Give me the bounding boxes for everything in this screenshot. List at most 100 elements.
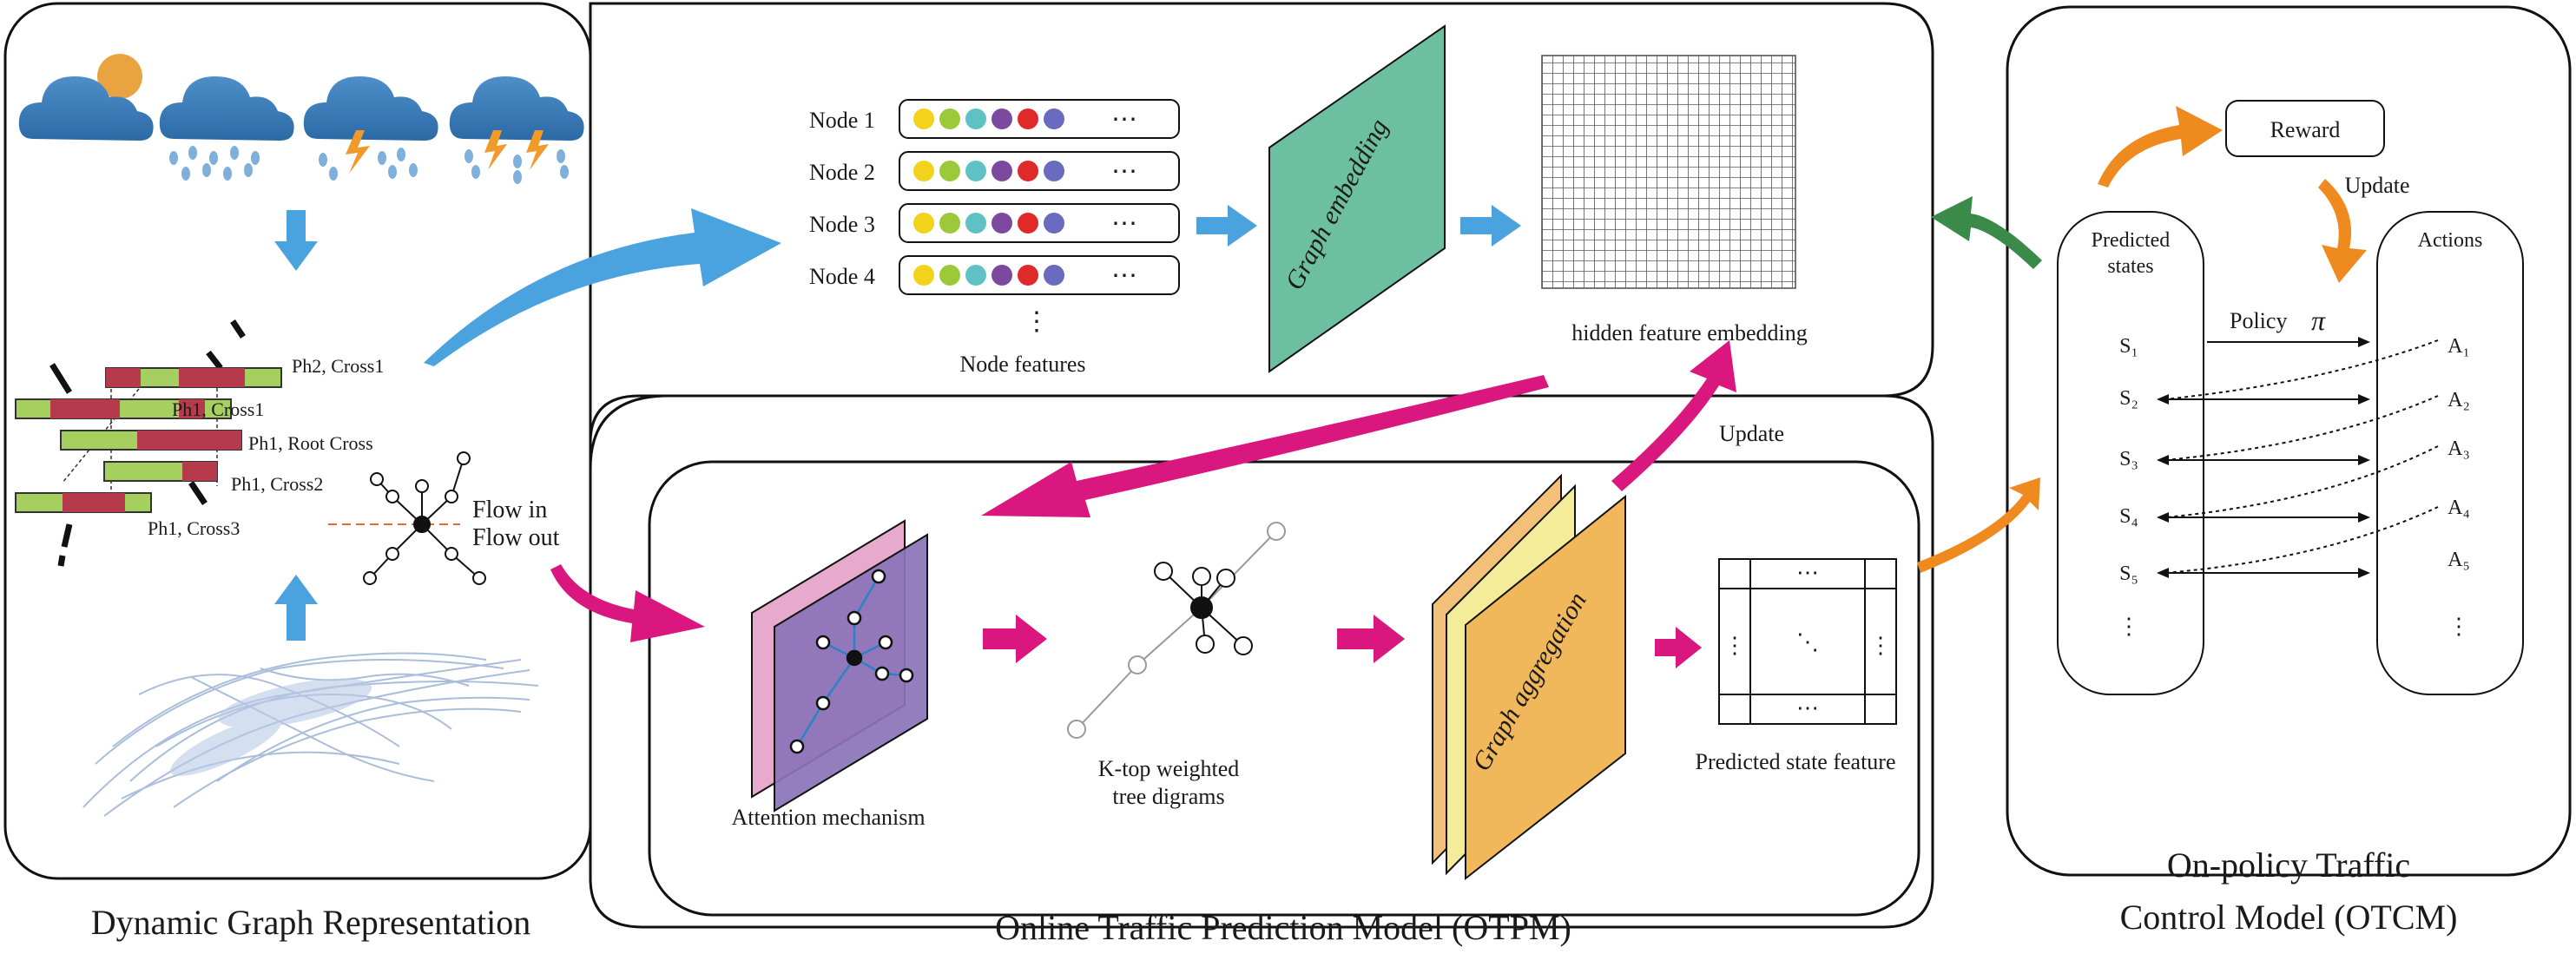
- hidden-feature-grid: [1541, 55, 1796, 289]
- feature-dot: [913, 265, 934, 286]
- feature-dot: [1018, 265, 1038, 286]
- cloud-storm-icon: [303, 76, 438, 181]
- up-arrow-icon: [274, 575, 318, 641]
- phase-label-5: Ph1, Cross3: [148, 517, 240, 539]
- orange-arrow-to-actions: [2318, 179, 2367, 283]
- predicted-states-box: [2057, 211, 2204, 695]
- node-features-caption: Node features: [959, 352, 1085, 377]
- feature-dot: [1044, 213, 1064, 234]
- matrix-top-dots: ⋯: [1796, 560, 1819, 585]
- state-vdots: ⋮: [2118, 614, 2140, 639]
- otpm-update-label: Update: [1719, 421, 1784, 446]
- phase-label-4: Ph1, Cross2: [231, 473, 323, 495]
- action-a3: A₃: [2448, 438, 2470, 460]
- otpm-outer-panel: [589, 394, 1934, 929]
- action-a4: A₄: [2448, 497, 2470, 519]
- feature-dot: [1018, 161, 1038, 181]
- otpm-caption: Online Traffic Prediction Model (OTPM): [995, 908, 1571, 947]
- feature-dot: [965, 265, 986, 286]
- otcm-panel: [2006, 5, 2572, 877]
- feature-dot: [939, 265, 960, 286]
- action-a1: A₁: [2448, 335, 2470, 358]
- node-label: Node 1: [809, 108, 875, 133]
- action-a5: A₅: [2448, 549, 2470, 571]
- predicted-state-caption: Predicted state feature: [1696, 749, 1896, 774]
- otcm-caption-2: Control Model (OTCM): [2120, 898, 2458, 937]
- feature-dot: [1018, 109, 1038, 129]
- otcm-caption-1: On-policy Traffic: [2167, 845, 2410, 885]
- node-row-2: Node 2 ⋯: [809, 151, 1180, 191]
- feature-panel: [589, 2, 1934, 444]
- feature-dot: [965, 213, 986, 234]
- blue-curved-arrow: [424, 208, 781, 366]
- ellipsis: ⋯: [1111, 157, 1137, 186]
- feature-dot: [992, 213, 1012, 234]
- predicted-states-title-1: Predicted: [2092, 229, 2171, 252]
- ellipsis: ⋯: [1111, 209, 1137, 238]
- hidden-feature-caption: hidden feature embedding: [1571, 320, 1807, 345]
- reward-label: Reward: [2270, 117, 2341, 142]
- feature-dot: [913, 213, 934, 234]
- node-label: Node 3: [809, 212, 875, 237]
- predicted-states-title-2: states: [2107, 255, 2153, 278]
- policy-label: Policy: [2230, 308, 2287, 333]
- feature-dot: [965, 109, 986, 129]
- ellipsis: ⋯: [1111, 105, 1137, 134]
- feature-dot: [913, 109, 934, 129]
- cloud-sun-icon: [18, 54, 154, 141]
- phase-bars: Ph2, Cross1 Ph1, Cross1 Ph1, Root Cross …: [15, 319, 384, 567]
- state-s5: S₅: [2119, 563, 2138, 585]
- state-s1: S₁: [2119, 335, 2138, 358]
- state-list: S₁ S₂ S₃ S₄ S₅ ⋮: [2118, 335, 2140, 639]
- phase-bar-4: [103, 461, 218, 482]
- feature-dot: [992, 265, 1012, 286]
- attention-mechanism: [751, 519, 928, 813]
- node-row-1: Node 1 ⋯: [809, 99, 1180, 139]
- intersection-graph: [328, 451, 486, 585]
- action-list: A₁ A₂ A₃ A₄ A₅ ⋮: [2448, 335, 2470, 639]
- magenta-arrow-1: [983, 615, 1047, 663]
- feature-dot: [939, 213, 960, 234]
- actions-box: [2376, 211, 2524, 695]
- down-arrow-icon: [274, 210, 318, 271]
- matrix-left-dots: ⋮: [1723, 633, 1746, 658]
- matrix-right-dots: ⋮: [1869, 633, 1892, 658]
- graph-aggregation-stack: [1432, 473, 1626, 881]
- phase-bar-5: [15, 492, 152, 513]
- magenta-arrow-to-otpm: [981, 375, 1549, 517]
- node-row-3: Node 3 ⋯: [809, 203, 1180, 243]
- magenta-arrow-update: [1611, 340, 1736, 491]
- matrix-bottom-dots: ⋯: [1796, 695, 1819, 720]
- feature-dot: [939, 109, 960, 129]
- k-top-caption-2: tree digrams: [1112, 784, 1224, 809]
- node-row-4: Node 4 ⋯: [809, 255, 1180, 295]
- otcm-update-label: Update: [2344, 173, 2409, 198]
- feature-dot: [1044, 109, 1064, 129]
- phase-label-3: Ph1, Root Cross: [248, 432, 373, 454]
- action-vdots: ⋮: [2448, 614, 2470, 639]
- phase-label-1: Ph2, Cross1: [292, 355, 384, 377]
- feature-dot: [965, 161, 986, 181]
- k-top-tree: [1067, 522, 1286, 739]
- node-vdots: ⋮: [1024, 307, 1050, 336]
- magenta-arrow-to-attention: [550, 564, 705, 642]
- phase-bar-1: [105, 367, 282, 388]
- transition-arrows: [2164, 339, 2439, 574]
- attention-caption: Attention mechanism: [731, 805, 925, 830]
- graph-embedding-plate: [1268, 24, 1446, 373]
- weather-icons: [18, 54, 584, 184]
- action-a2: A₂: [2448, 389, 2470, 411]
- node-label: Node 4: [809, 264, 875, 289]
- node-label: Node 2: [809, 160, 875, 185]
- matrix-center-dots: ⋱: [1796, 629, 1819, 655]
- feature-dot: [1044, 265, 1064, 286]
- feature-dot: [992, 109, 1012, 129]
- arrow-to-embedding: [1196, 205, 1257, 247]
- node-features: Node 1 ⋯ Node 2 ⋯ Node 3 ⋯ Node 4 ⋯ ⋮ No…: [809, 99, 1180, 377]
- feature-dot: [1044, 161, 1064, 181]
- ellipsis: ⋯: [1111, 261, 1137, 290]
- cloud-heavy-storm-icon: [449, 76, 584, 184]
- otpm-inner-panel: [648, 460, 1920, 917]
- state-matrix: [1718, 558, 1897, 725]
